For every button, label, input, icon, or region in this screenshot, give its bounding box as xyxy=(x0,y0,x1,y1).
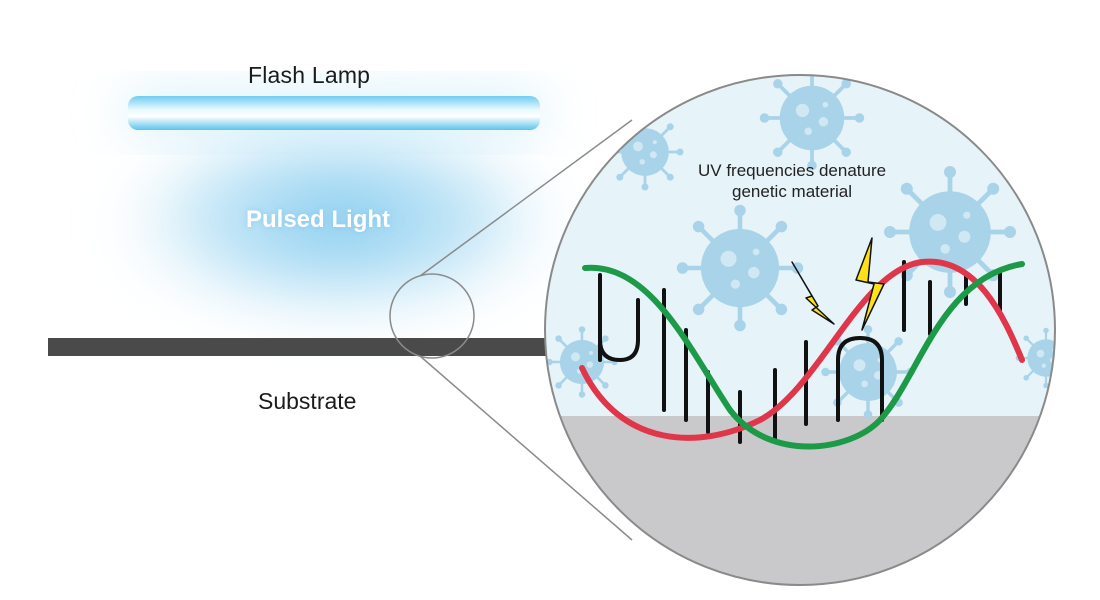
zoom-circle-outline xyxy=(544,74,1056,586)
magnifier-focus-circle xyxy=(389,273,475,359)
uv-annotation-line-2: genetic material xyxy=(732,182,853,201)
magnifier-line-bottom xyxy=(419,355,633,541)
pulsed-light-label: Pulsed Light xyxy=(246,206,390,233)
substrate-label: Substrate xyxy=(258,388,357,414)
virus-icon xyxy=(545,324,620,400)
zoom-view xyxy=(545,75,1055,585)
magnifier-line-top xyxy=(419,119,633,277)
virus-icon xyxy=(757,75,867,173)
dna-strand-green xyxy=(582,261,1025,450)
lightning-bolt-icon xyxy=(855,237,885,331)
flash-lamp-tube xyxy=(122,92,546,134)
uv-annotation-line-1: UV frequencies denature xyxy=(698,161,887,180)
lightning-bolt-icon xyxy=(791,261,835,325)
substrate-bar xyxy=(48,338,556,356)
pulsed-light-glow xyxy=(110,120,570,340)
virus-icon xyxy=(677,205,804,332)
virus-icon xyxy=(1014,326,1055,390)
flash-lamp-label: Flash Lamp xyxy=(248,62,371,88)
zoom-surface xyxy=(545,416,1055,585)
uv-annotation: UV frequencies denature genetic material xyxy=(698,160,886,202)
